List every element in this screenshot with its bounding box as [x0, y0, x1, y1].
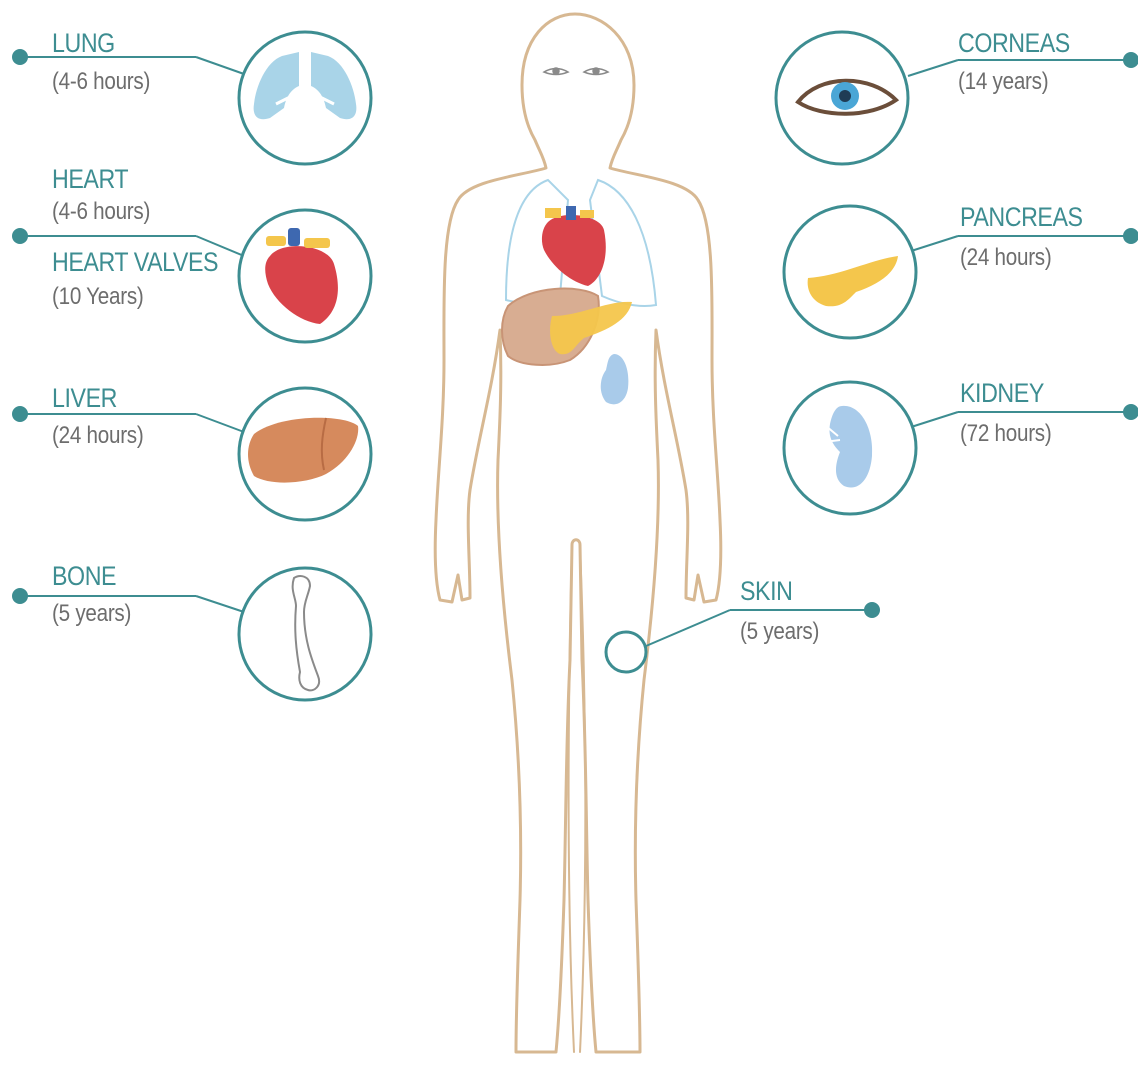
eye-icon	[776, 32, 908, 164]
pancreas-label: PANCREAS	[960, 204, 1083, 231]
skin-time: (5 years)	[740, 620, 819, 644]
lung-time: (4-6 hours)	[52, 70, 150, 94]
corneas-label: CORNEAS	[958, 30, 1070, 57]
kidney-label: KIDNEY	[960, 380, 1044, 407]
body-internal-organs	[502, 180, 656, 404]
bone-time: (5 years)	[52, 602, 131, 626]
face-eyes	[544, 68, 608, 75]
pancreas-icon	[784, 206, 916, 338]
heart-valves-label: HEART VALVES	[52, 249, 218, 276]
human-body-outline	[435, 14, 721, 1052]
lung-label: LUNG	[52, 30, 115, 57]
heart-label: HEART	[52, 166, 128, 193]
kidney-time: (72 hours)	[960, 422, 1051, 446]
lungs-icon	[239, 32, 371, 164]
kidney-icon	[784, 382, 916, 514]
corneas-time: (14 years)	[958, 70, 1048, 94]
liver-icon	[239, 388, 371, 520]
bone-icon	[239, 568, 371, 700]
heart-valves-time: (10 Years)	[52, 285, 144, 309]
pancreas-time: (24 hours)	[960, 246, 1051, 270]
liver-label: LIVER	[52, 385, 117, 412]
liver-time: (24 hours)	[52, 424, 143, 448]
heart-icon	[239, 210, 371, 342]
bone-label: BONE	[52, 563, 116, 590]
skin-circle-icon	[606, 632, 646, 672]
heart-time: (4-6 hours)	[52, 200, 150, 224]
skin-label: SKIN	[740, 578, 792, 605]
